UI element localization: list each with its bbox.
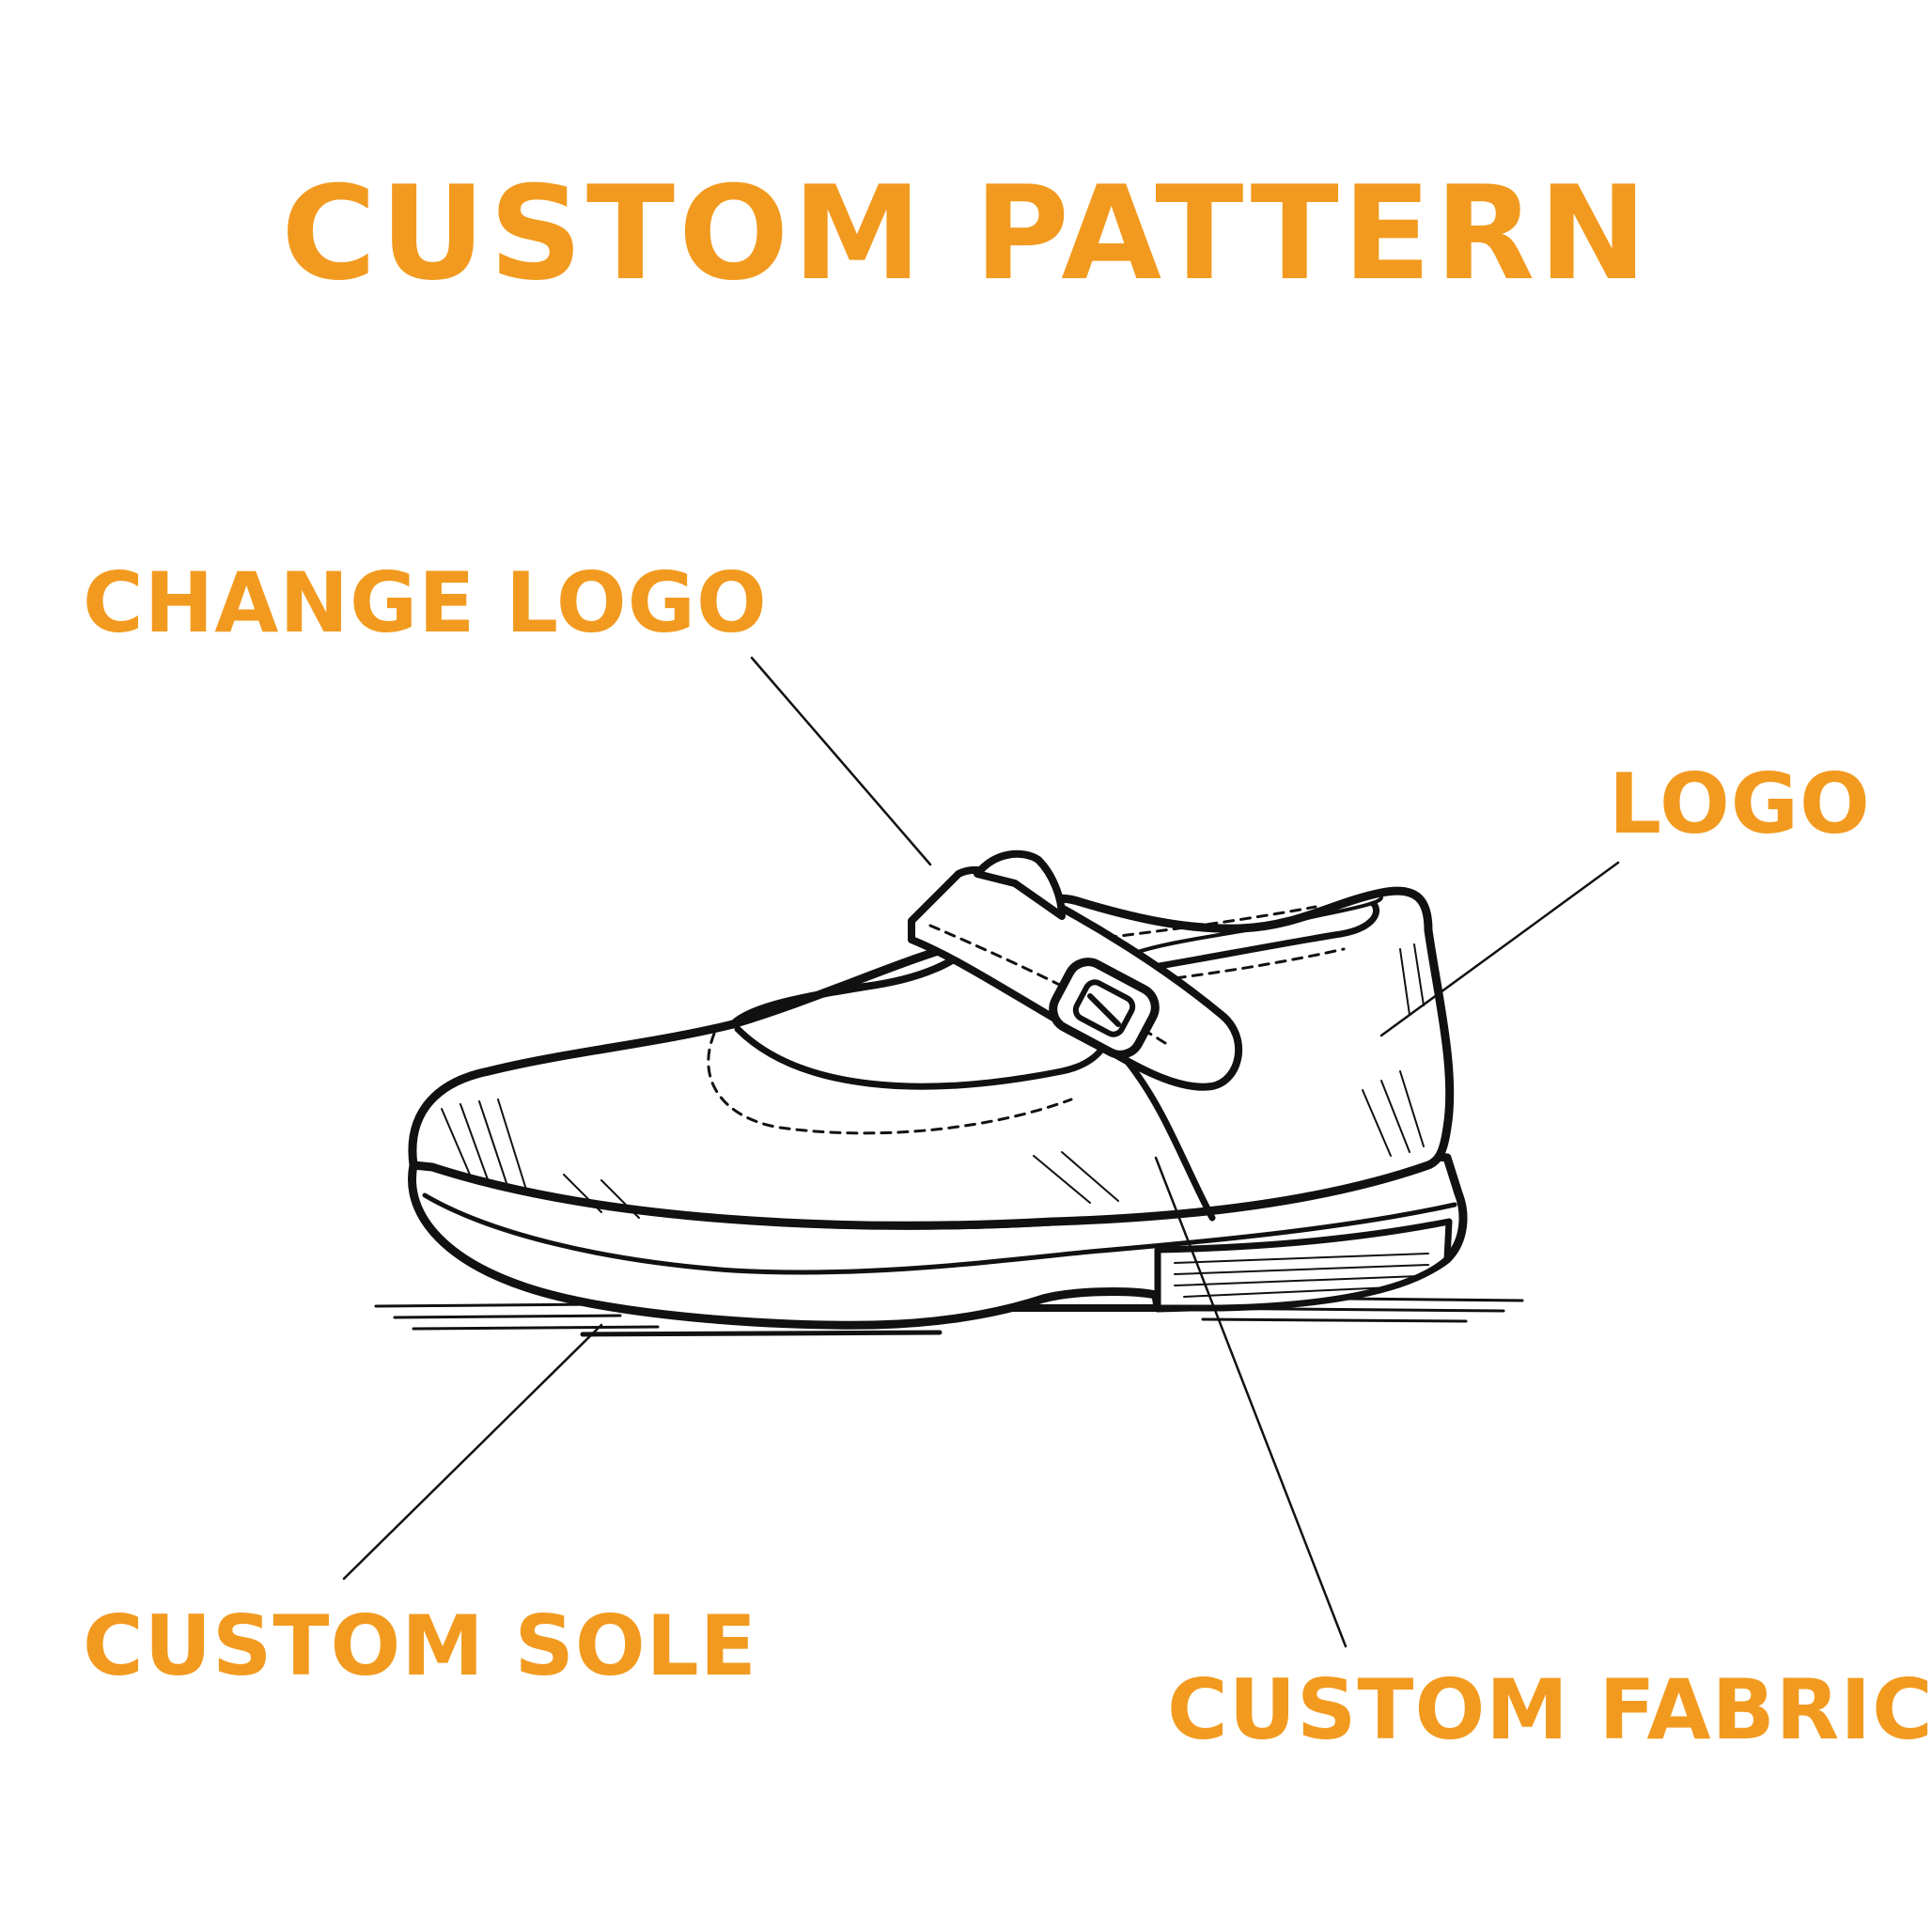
buckle-prong xyxy=(1087,993,1121,1027)
leader-custom-fabric xyxy=(1154,1156,1348,1648)
callout-custom-sole: CUSTOM SOLE xyxy=(83,1597,757,1694)
midsole-line xyxy=(422,1192,1457,1275)
leader-custom-sole xyxy=(342,1323,603,1581)
shoe-upper xyxy=(408,886,1455,1230)
page-title: CUSTOM PATTERN xyxy=(281,158,1651,309)
stitching xyxy=(707,905,1346,1135)
buckle-inner xyxy=(1072,979,1136,1037)
heel-block xyxy=(1154,1218,1453,1312)
leader-lines xyxy=(342,656,1620,1648)
strap-top-flap xyxy=(974,849,1066,920)
leader-logo xyxy=(1379,861,1620,1037)
toe-shading xyxy=(441,943,1425,1219)
quarter-seam xyxy=(1124,1058,1216,1222)
callout-logo: LOGO xyxy=(1609,756,1871,852)
leader-change-logo xyxy=(750,656,932,866)
callout-change-logo: CHANGE LOGO xyxy=(83,554,768,651)
heel-hatching xyxy=(1174,1253,1429,1298)
callout-custom-fabric: CUSTOM FABRIC xyxy=(1167,1661,1932,1758)
